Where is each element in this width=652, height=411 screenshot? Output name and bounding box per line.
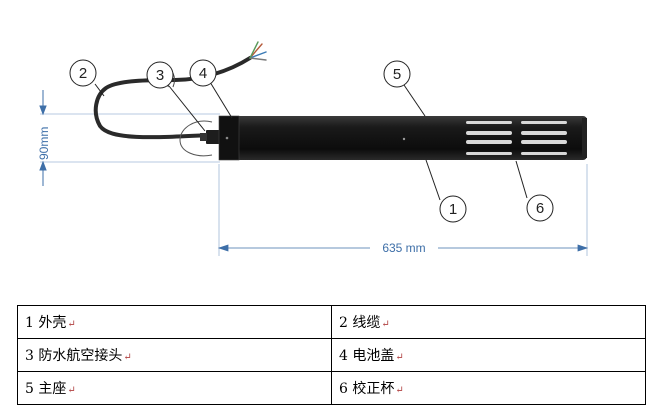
- end-cap: [582, 118, 587, 158]
- svg-text:3: 3: [156, 67, 164, 84]
- svg-text:2: 2: [79, 65, 87, 82]
- table-cell: 3 防水航空接头↵: [17, 338, 332, 372]
- callout-leaders: [94, 81, 528, 201]
- table-row: 5 主座↵ 6 校正杯↵: [17, 371, 646, 405]
- table-cell: 2 线缆↵: [331, 305, 646, 339]
- table-cell: 6 校正杯↵: [331, 371, 646, 405]
- table-cell: 4 电池盖↵: [331, 338, 646, 372]
- length-dimension: [217, 164, 589, 256]
- body-marker: [402, 137, 406, 141]
- table-row: 3 防水航空接头↵ 4 电池盖↵: [17, 338, 646, 372]
- wire-ends: [249, 41, 267, 61]
- length-dimension-label: 635 mm: [382, 241, 425, 255]
- waterproof-connector: [206, 130, 220, 144]
- svg-text:1: 1: [449, 201, 457, 218]
- calibration-cup-slots: [466, 121, 567, 155]
- table-cell: 1 外壳↵: [17, 305, 332, 339]
- height-dimension-label: 90mm: [37, 127, 51, 160]
- callout-3: 3: [146, 61, 174, 89]
- sensor-diagram: 90mm: [37, 41, 589, 256]
- svg-text:6: 6: [536, 200, 544, 217]
- callout-1: 1: [439, 195, 467, 223]
- parts-table: 1 外壳↵ 2 线缆↵ 3 防水航空接头↵ 4 电池盖↵ 5 主座↵ 6 校正杯…: [17, 305, 646, 405]
- connector-nut: [200, 133, 207, 141]
- battery-cap: [218, 115, 240, 161]
- sensor-housing: [219, 116, 587, 160]
- svg-text:4: 4: [199, 65, 207, 82]
- svg-text:5: 5: [393, 66, 401, 83]
- table-cell: 5 主座↵: [17, 371, 332, 405]
- height-dimension-arrows: [39, 90, 47, 186]
- callout-4: 4: [189, 59, 217, 87]
- callout-5: 5: [383, 60, 411, 88]
- callout-2: 2: [69, 59, 97, 87]
- cap-screw: [225, 136, 229, 140]
- callout-6: 6: [526, 194, 554, 222]
- table-row: 1 外壳↵ 2 线缆↵: [17, 305, 646, 339]
